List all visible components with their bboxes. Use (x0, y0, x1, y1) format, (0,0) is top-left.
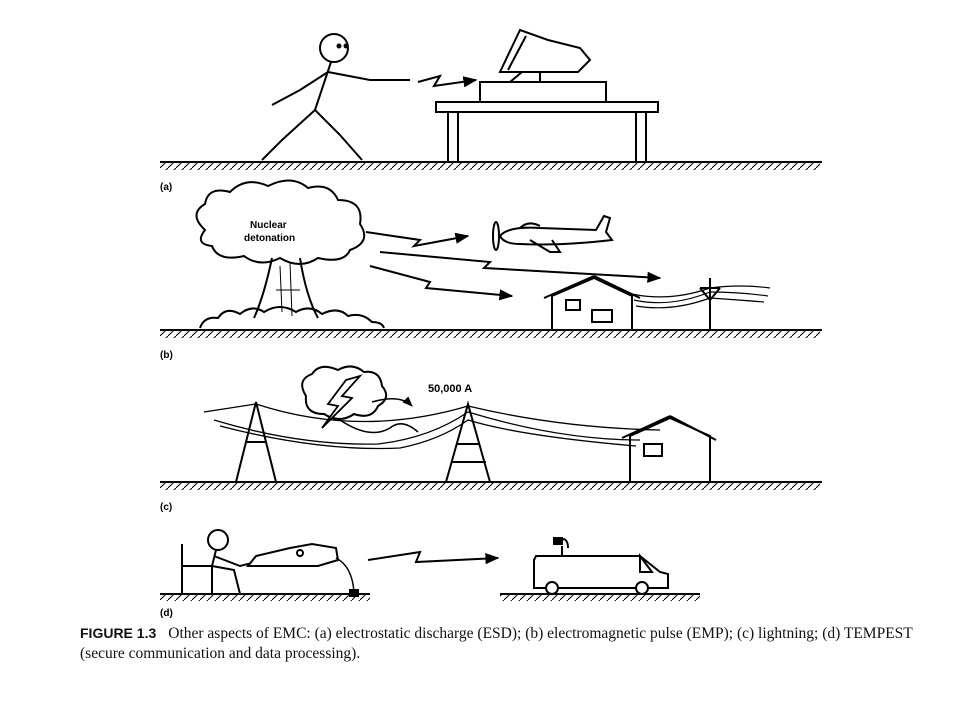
panel-b-emp: Nuclear detonation (160, 179, 822, 338)
panel-b-label: (b) (160, 350, 173, 361)
cloud-text-line1: Nuclear (250, 220, 287, 231)
emp-arrow-to-line (379, 251, 662, 283)
ground-hatch-d1 (160, 594, 370, 601)
house-b (543, 275, 641, 330)
caption-text: Other aspects of EMC: (a) electrostatic … (80, 625, 913, 662)
transmission-tower-2 (445, 400, 491, 483)
surge-path (339, 419, 419, 434)
ground-hatch-a (160, 162, 820, 170)
utility-pole (631, 278, 771, 330)
ground-hatch-c (160, 482, 820, 490)
walking-person (261, 33, 410, 161)
panel-d-label: (d) (160, 608, 173, 619)
airplane (492, 214, 614, 253)
panel-a-esd (160, 28, 822, 170)
transmission-tower-1 (235, 401, 277, 483)
nuclear-mushroom-cloud (195, 179, 385, 329)
ground-hatch-b (160, 330, 820, 338)
cloud-text-line2: detonation (244, 233, 295, 244)
panel-c-label: (c) (160, 502, 172, 513)
panel-c-lightning (160, 365, 822, 490)
lightning-bolt (321, 374, 363, 429)
emission-arrow (367, 550, 500, 565)
current-label: 50,000 A (428, 383, 472, 395)
panel-a-label: (a) (160, 182, 172, 193)
emp-arrow-to-plane (365, 231, 470, 248)
strike-arrow (371, 396, 413, 407)
power-lines (203, 403, 661, 450)
esd-spark-arrow (417, 74, 478, 88)
figure-label: FIGURE 1.3 (80, 625, 157, 641)
seated-operator (181, 529, 257, 595)
emp-arrow-to-house (369, 265, 514, 301)
panel-d-tempest (160, 529, 700, 601)
house-c (621, 415, 717, 482)
ground-hatch-d2 (500, 594, 700, 601)
table (435, 101, 659, 162)
surveillance-van (533, 537, 669, 595)
terminal (245, 542, 359, 597)
computer (479, 28, 607, 103)
